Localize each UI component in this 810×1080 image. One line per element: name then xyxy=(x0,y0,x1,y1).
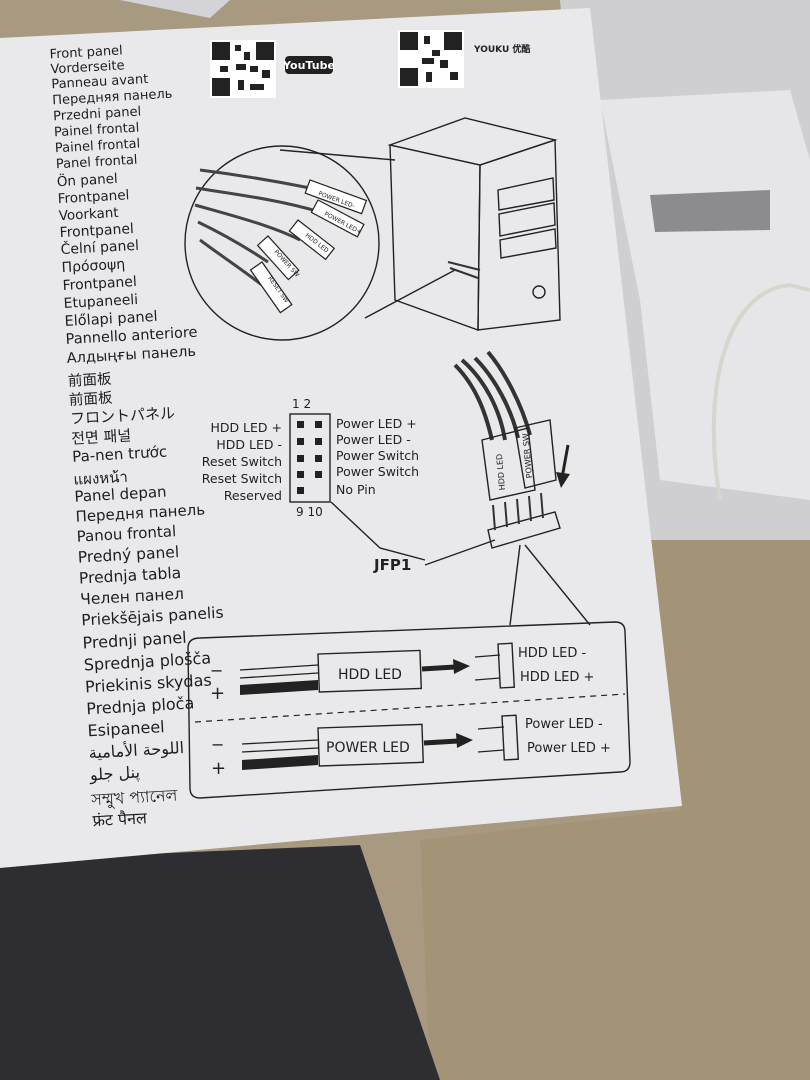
svg-text:No Pin: No Pin xyxy=(336,482,376,497)
jfp1-header-diagram: 1 2 9 10 HDD LED + HDD LED - Reset Switc… xyxy=(202,397,496,574)
cable-background xyxy=(711,282,810,501)
header-pins xyxy=(297,421,322,494)
qr-code-youku xyxy=(398,30,464,88)
svg-text:+: + xyxy=(210,683,225,704)
svg-text:HDD LED +: HDD LED + xyxy=(520,670,594,685)
lang-item: پنل جلو xyxy=(89,762,141,785)
svg-text:Power Switch: Power Switch xyxy=(336,448,419,463)
svg-text:HDD LED +: HDD LED + xyxy=(210,420,282,435)
svg-text:Reserved: Reserved xyxy=(224,488,282,503)
svg-text:POWER SW: POWER SW xyxy=(521,433,534,479)
fabric-sofa xyxy=(420,540,810,1080)
youtube-logo-icon: YouTube xyxy=(282,56,335,74)
svg-text:HDD LED -: HDD LED - xyxy=(216,437,282,452)
svg-text:Power Switch: Power Switch xyxy=(336,464,419,479)
svg-text:1 2: 1 2 xyxy=(292,397,311,411)
svg-text:+: + xyxy=(211,758,226,779)
lang-item: Voorkant xyxy=(58,204,120,225)
lang-item: फ्रंट पैनल xyxy=(92,808,148,831)
svg-text:−: − xyxy=(211,735,224,754)
wiring-detail-box: − + HDD LED HDD LED - HDD LED + − + POWE… xyxy=(187,621,631,799)
youku-logo: YOUKU 优酷 xyxy=(473,43,530,55)
cable-zoom-circle: POWER LED- POWER LED+ HDD LED POWER SW R… xyxy=(184,145,380,341)
arrow-right-icon xyxy=(456,733,473,748)
wiring-power-led: − + POWER LED Power LED - Power LED + xyxy=(211,714,611,779)
svg-text:HDD LED: HDD LED xyxy=(495,453,507,490)
svg-text:HDD LED: HDD LED xyxy=(338,667,402,683)
svg-text:Reset Switch: Reset Switch xyxy=(202,454,282,469)
svg-text:POWER LED: POWER LED xyxy=(326,740,410,756)
paper xyxy=(0,8,682,868)
arrow-down-icon xyxy=(556,472,570,488)
connector-plug-illustration: HDD LED POWER SW xyxy=(453,350,591,626)
svg-text:Reset Switch: Reset Switch xyxy=(202,471,282,486)
svg-text:Power LED +: Power LED + xyxy=(336,416,417,431)
wiring-hdd-led: − + HDD LED HDD LED - HDD LED + xyxy=(210,642,594,704)
denim-jeans xyxy=(0,845,440,1080)
jfp1-label: JFP1 xyxy=(373,556,411,574)
pc-tower-illustration xyxy=(279,117,561,331)
svg-text:YouTube: YouTube xyxy=(282,59,335,72)
svg-text:HDD LED -: HDD LED - xyxy=(518,646,587,661)
svg-text:Power LED -: Power LED - xyxy=(525,717,603,732)
qr-code-youtube xyxy=(210,40,276,98)
svg-text:Power LED -: Power LED - xyxy=(336,432,411,447)
svg-text:9 10: 9 10 xyxy=(296,505,323,519)
svg-text:−: − xyxy=(210,661,223,680)
arrow-right-icon xyxy=(453,659,470,674)
svg-text:Power LED +: Power LED + xyxy=(527,741,611,756)
